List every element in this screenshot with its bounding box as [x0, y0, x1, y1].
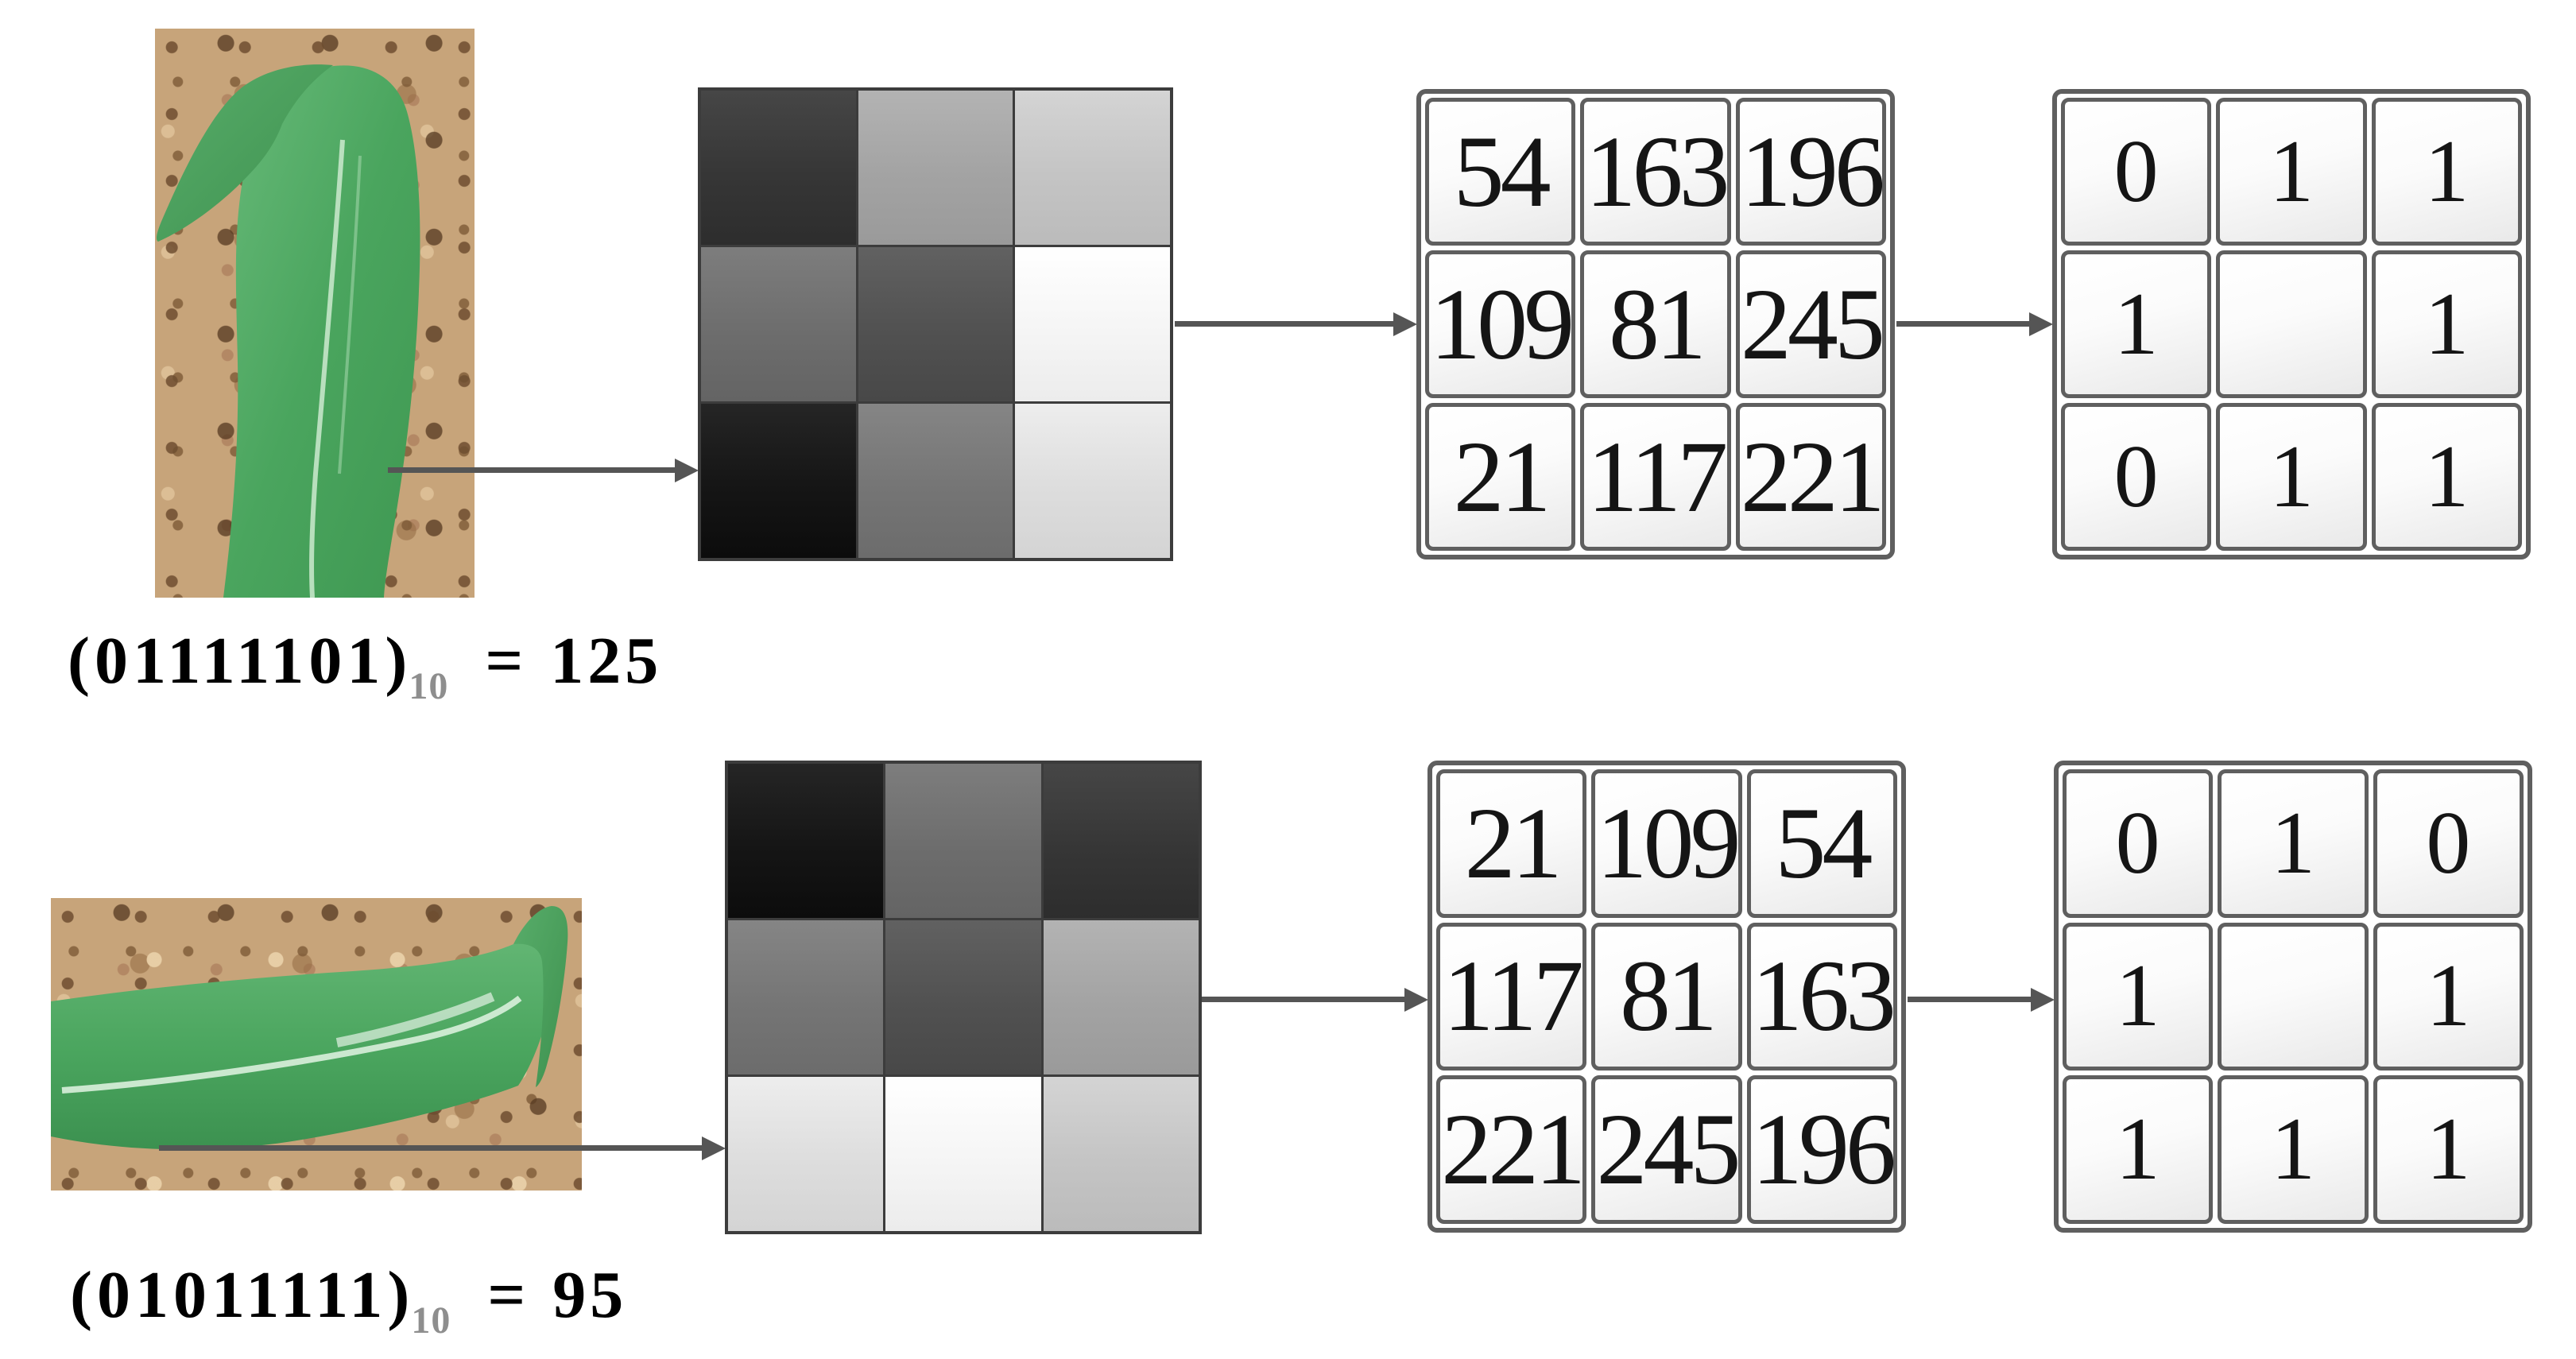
- leaf-2-vein-highlight: [335, 992, 495, 1047]
- equals-sign-2: =: [487, 1258, 526, 1332]
- gray-cell-2-r1c2: [1043, 920, 1199, 1074]
- binary-cell-2-r0c1: 1: [2218, 769, 2369, 918]
- pixel-cell-1-r0c0: 54: [1425, 98, 1576, 246]
- base-subscript-1: 10: [409, 665, 449, 707]
- binary-cell-2-r1c2: 1: [2373, 922, 2524, 1071]
- leaf-1-illustration: [157, 64, 420, 598]
- leaf-1-vein: [309, 139, 345, 598]
- binary-cell-2-r2c2: 1: [2373, 1075, 2524, 1224]
- arrow-values1-to-binary: [1896, 321, 2030, 327]
- decimal-value-1: 125: [550, 624, 663, 698]
- gray-cell-2-r0c2: [1043, 764, 1199, 918]
- leaf-2-vein: [61, 995, 522, 1094]
- leaf-photo-1: [155, 29, 475, 598]
- grayscale-patch-grid-2: [725, 761, 1202, 1234]
- leaf-2-illustration: [51, 906, 568, 1150]
- gray-cell-2-r2c2: [1043, 1077, 1199, 1231]
- pixel-cell-1-r1c2: 245: [1735, 250, 1886, 398]
- pixel-cell-2-r1c1: 81: [1591, 922, 1742, 1071]
- arrow-leaf1-to-grayscale: [388, 467, 676, 473]
- gray-cell-1-r2c1: [858, 404, 1013, 558]
- pixel-cell-1-r2c2: 221: [1735, 403, 1886, 551]
- pixel-cell-1-r0c1: 163: [1580, 98, 1731, 246]
- gray-cell-1-r0c0: [701, 91, 856, 245]
- gray-cell-2-r1c0: [728, 920, 884, 1074]
- binary-cell-1-r1c1-center-empty: [2216, 250, 2367, 398]
- binary-cell-1-r2c0: 0: [2061, 403, 2212, 551]
- leaf-photo-2: [51, 898, 582, 1191]
- leaf-1-vein-secondary: [338, 155, 362, 474]
- pixel-cell-2-r2c2: 196: [1746, 1075, 1897, 1224]
- binary-pattern-grid-2: 0 1 0 1 1 1 1 1: [2054, 761, 2532, 1233]
- gray-cell-2-r0c0: [728, 764, 884, 918]
- binary-cell-2-r1c0: 1: [2063, 922, 2214, 1071]
- binary-cell-1-r0c2: 1: [2371, 98, 2522, 246]
- base-subscript-2: 10: [411, 1299, 451, 1342]
- gray-cell-1-r0c1: [858, 91, 1013, 245]
- binary-cell-1-r0c1: 1: [2216, 98, 2367, 246]
- lbp-caption-2: (01011111) 10 = 95: [70, 1262, 627, 1340]
- binary-pattern-grid-1: 0 1 1 1 1 0 1 1: [2052, 89, 2531, 559]
- binary-cell-2-r1c1-center-empty: [2218, 922, 2369, 1071]
- binary-cell-2-r2c1: 1: [2218, 1075, 2369, 1224]
- pixel-cell-2-r2c1: 245: [1591, 1075, 1742, 1224]
- binary-string-1: (01111101): [68, 624, 413, 698]
- binary-cell-1-r2c1: 1: [2216, 403, 2367, 551]
- pixel-cell-2-r2c0: 221: [1436, 1075, 1587, 1224]
- pixel-cell-2-r0c0: 21: [1436, 769, 1587, 918]
- gray-cell-1-r2c2: [1015, 404, 1170, 558]
- binary-cell-1-r2c2: 1: [2371, 403, 2522, 551]
- binary-cell-1-r1c2: 1: [2371, 250, 2522, 398]
- binary-cell-2-r0c0: 0: [2063, 769, 2214, 918]
- binary-cell-1-r1c0: 1: [2061, 250, 2212, 398]
- leaf-2-blade: [51, 935, 559, 1150]
- pixel-cell-2-r1c2: 163: [1746, 922, 1897, 1071]
- gray-cell-1-r1c2: [1015, 247, 1170, 401]
- arrow-grayscale2-to-values: [1202, 997, 1405, 1002]
- pixel-cell-1-r1c1: 81: [1580, 250, 1731, 398]
- lbp-caption-1: (01111101) 10 = 125: [68, 628, 662, 706]
- gray-cell-2-r2c1: [885, 1077, 1041, 1231]
- binary-cell-1-r0c0: 0: [2061, 98, 2212, 246]
- pixel-cell-1-r2c0: 21: [1425, 403, 1576, 551]
- equals-sign-1: =: [485, 624, 524, 698]
- arrow-leaf2-to-grayscale: [159, 1145, 703, 1151]
- pixel-value-grid-1: 54 163 196 109 81 245 21 117 221: [1416, 89, 1895, 559]
- gray-cell-2-r2c0: [728, 1077, 884, 1231]
- arrow-grayscale1-to-values: [1175, 321, 1394, 327]
- leaf-1-curled-tip: [157, 64, 333, 242]
- gray-cell-1-r0c2: [1015, 91, 1170, 245]
- binary-string-2: (01011111): [70, 1258, 415, 1332]
- pixel-cell-2-r1c0: 117: [1436, 922, 1587, 1071]
- leaf-1-blade: [223, 65, 420, 598]
- pixel-cell-2-r0c1: 109: [1591, 769, 1742, 918]
- binary-cell-2-r0c2: 0: [2373, 769, 2524, 918]
- binary-cell-2-r2c0: 1: [2063, 1075, 2214, 1224]
- gray-cell-1-r1c1: [858, 247, 1013, 401]
- gray-cell-1-r2c0: [701, 404, 856, 558]
- pixel-cell-1-r0c2: 196: [1735, 98, 1886, 246]
- gray-cell-2-r0c1: [885, 764, 1041, 918]
- leaf-2-curled-tip: [513, 906, 568, 1087]
- gray-cell-1-r1c0: [701, 247, 856, 401]
- pixel-cell-2-r0c2: 54: [1746, 769, 1897, 918]
- pixel-cell-1-r1c0: 109: [1425, 250, 1576, 398]
- pixel-cell-1-r2c1: 117: [1580, 403, 1731, 551]
- arrow-values2-to-binary: [1908, 997, 2032, 1002]
- pixel-value-grid-2: 21 109 54 117 81 163 221 245 196: [1427, 761, 1906, 1233]
- decimal-value-2: 95: [552, 1258, 628, 1332]
- grayscale-patch-grid-1: [698, 87, 1173, 561]
- gray-cell-2-r1c1: [885, 920, 1041, 1074]
